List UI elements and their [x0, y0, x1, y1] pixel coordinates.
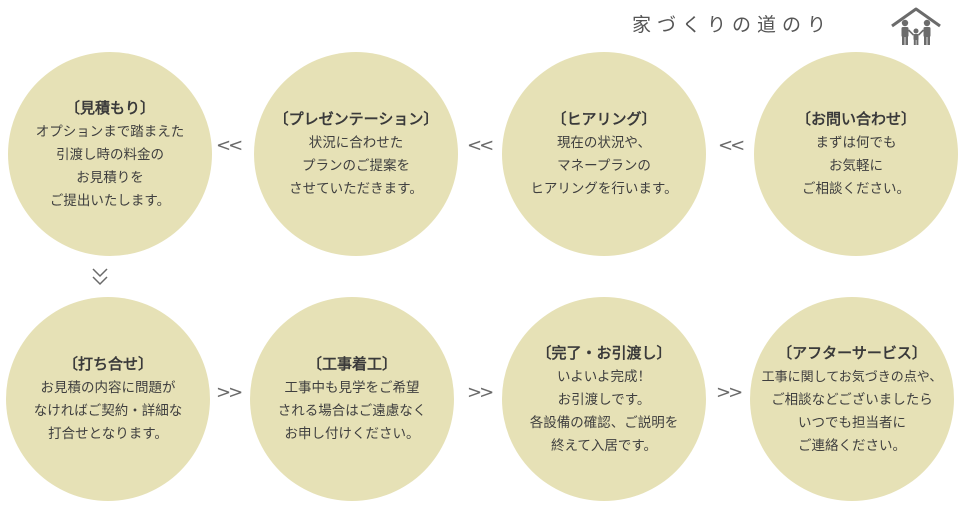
step-title: 〔アフターサービス〕 — [777, 343, 927, 362]
step-text: 工事に関してお気づきの点や、 — [761, 369, 943, 385]
step-title: 〔ヒアリング〕 — [551, 110, 657, 128]
step-hearing: 〔ヒアリング〕 現在の状況や、 マネープランの ヒアリングを行います。 — [502, 52, 706, 256]
step-title: 〔プレゼンテーション〕 — [273, 110, 439, 128]
step-text: される場合はご遠慮なく — [277, 403, 427, 419]
step-text: させていただきます。 — [289, 181, 423, 197]
step-text: オプションまで踏まえた — [35, 123, 185, 140]
step-presentation: 〔プレゼンテーション〕 状況に合わせた プランのご提案を させていただきます。 — [254, 52, 458, 256]
step-text: ご相談ください。 — [802, 181, 910, 197]
arrow-down-icon — [92, 268, 108, 286]
step-estimate: 〔見積もり〕 オプションまで踏まえた 引渡し時の料金の お見積りを ご提出いたし… — [8, 52, 212, 256]
step-inquiry: 〔お問い合わせ〕 まずは何でも お気軽に ご相談ください。 — [754, 52, 958, 256]
step-title: 〔見積もり〕 — [64, 98, 155, 117]
step-text: ご相談などございましたら — [771, 391, 933, 408]
page-title: 家づくりの道のり — [632, 14, 833, 36]
step-text: 各設備の確認、ご説明を — [529, 414, 679, 431]
step-completion: 〔完了・お引渡し〕 いよいよ完成！ お引渡しです。 各設備の確認、ご説明を 終え… — [502, 297, 706, 501]
step-text: お引渡しです。 — [557, 391, 651, 408]
arrow-left-icon: << — [718, 135, 745, 156]
step-text: 現在の状況や、 — [556, 135, 652, 151]
step-title: 〔完了・お引渡し〕 — [536, 343, 672, 362]
step-text: 引渡し時の料金の — [56, 146, 164, 163]
step-title: 〔工事着工〕 — [306, 355, 397, 373]
step-text: プランのご提案を — [302, 158, 410, 174]
step-text: お申し付けください。 — [284, 426, 420, 442]
step-text: 工事中も見学をご希望 — [284, 380, 420, 396]
step-text: お見積りを — [76, 169, 144, 186]
step-title: 〔打ち合せ〕 — [62, 355, 153, 373]
step-text: ご連絡ください。 — [798, 437, 906, 454]
arrow-right-icon: >> — [716, 382, 743, 403]
step-text: マネープランの — [557, 158, 651, 174]
arrow-right-icon: >> — [467, 382, 494, 403]
step-meeting: 〔打ち合せ〕 お見積の内容に問題が なければご契約・詳細な 打合せとなります。 — [6, 297, 210, 501]
step-text: ご提出いたします。 — [49, 192, 171, 209]
step-text: 終えて入居です。 — [551, 437, 657, 454]
step-text: お気軽に — [829, 158, 883, 174]
step-text: なければご契約・詳細な — [33, 403, 183, 419]
step-text: いつでも担当者に — [798, 414, 906, 431]
step-text: お見積の内容に問題が — [40, 380, 176, 396]
step-title: 〔お問い合わせ〕 — [795, 110, 916, 128]
arrow-right-icon: >> — [216, 382, 243, 403]
step-text: まずは何でも — [815, 135, 897, 151]
step-after-service: 〔アフターサービス〕 工事に関してお気づきの点や、 ご相談などございましたら い… — [750, 297, 954, 501]
family-house-icon — [891, 7, 941, 45]
arrow-left-icon: << — [467, 135, 494, 156]
step-text: 打合せとなります。 — [48, 426, 168, 442]
step-text: ヒアリングを行います。 — [530, 181, 678, 197]
step-construction: 〔工事着工〕 工事中も見学をご希望 される場合はご遠慮なく お申し付けください。 — [250, 297, 454, 501]
step-text: いよいよ完成！ — [557, 368, 651, 385]
arrow-left-icon: << — [216, 135, 243, 156]
step-text: 状況に合わせた — [308, 135, 404, 151]
